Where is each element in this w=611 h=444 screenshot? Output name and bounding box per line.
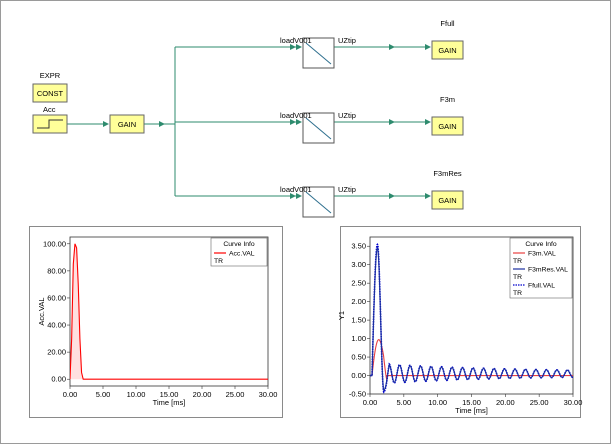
x-tick-label: 10.00 — [127, 390, 146, 399]
y-tick-label: 20.00 — [47, 348, 66, 357]
legend-entry-sub: TR — [513, 274, 522, 281]
transfer-icon — [305, 42, 332, 65]
x-tick-label: 15.00 — [462, 398, 481, 407]
block-name-label: Acc — [43, 105, 56, 114]
legend-title: Curve Info — [223, 241, 255, 248]
gain-block-f3m[interactable]: GAIN F3m — [431, 95, 464, 136]
legend-entry-label: Acc.VAL — [229, 251, 255, 258]
block-type-label: GAIN — [118, 120, 136, 129]
y-tick-label: 0.00 — [51, 375, 66, 384]
blocks-layer: CONSTEXPRAccGAINGAINFfullGAINF3mGAINF3mR… — [32, 19, 464, 218]
const-block[interactable]: CONST EXPR — [32, 71, 68, 103]
x-tick-label: 5.00 — [397, 398, 412, 407]
x-tick-label: 0.00 — [363, 398, 378, 407]
y-tick-label: 100.00 — [43, 239, 66, 248]
x-tick-label: 25.00 — [226, 390, 245, 399]
legend-entry-label: F3mRes.VAL — [528, 267, 568, 274]
y-tick-label: 80.00 — [47, 266, 66, 275]
legend-entry-sub: TR — [513, 290, 522, 297]
x-axis-label: Time [ms] — [153, 398, 186, 407]
x-tick-label: 10.00 — [428, 398, 447, 407]
block-name-label: Ffull — [440, 19, 455, 28]
y-tick-label: 0.00 — [351, 371, 366, 380]
gain-block-f3mres[interactable]: GAIN F3mRes — [431, 169, 464, 210]
block-name-label: EXPR — [40, 71, 61, 80]
series-line-acc-val — [70, 243, 268, 380]
y-tick-label: 1.50 — [351, 316, 366, 325]
x-tick-label: 30.00 — [259, 390, 278, 399]
y-tick-label: 2.00 — [351, 297, 366, 306]
y-tick-label: 3.50 — [351, 242, 366, 251]
transfer-icon — [305, 191, 332, 214]
legend-entry-label: Ffull.VAL — [528, 283, 555, 290]
input-port-label: loadV001 — [280, 185, 312, 194]
legend-entry-sub: TR — [513, 258, 522, 265]
acc-step-block[interactable]: Acc — [32, 105, 68, 134]
x-tick-label: 0.00 — [63, 390, 78, 399]
output-port-label: UZtip — [338, 36, 356, 45]
x-tick-label: 15.00 — [160, 390, 179, 399]
block-type-label: GAIN — [438, 46, 456, 55]
x-tick-label: 30.00 — [564, 398, 583, 407]
block-name-label: F3m — [440, 95, 455, 104]
step-icon — [37, 119, 63, 129]
transfer-block-3[interactable]: loadV001 UZtip — [280, 185, 356, 218]
input-port-label: loadV001 — [280, 111, 312, 120]
x-tick-label: 25.00 — [530, 398, 549, 407]
legend-entry-label: F3m.VAL — [528, 251, 556, 258]
acc-plot: 0.00 5.00 10.00 15.00 20.00 25.00 30.00 0.00 20.… — [37, 236, 278, 407]
block-diagram: CONSTEXPRAccGAINGAINFfullGAINF3mGAINF3mR… — [32, 19, 464, 218]
legend-entry-sub: TR — [214, 258, 223, 265]
y-tick-label: -0.50 — [349, 390, 366, 399]
block-type-label: GAIN — [438, 196, 456, 205]
input-port-label: loadV001 — [280, 36, 312, 45]
y-tick-label: 3.00 — [351, 260, 366, 269]
output-port-label: UZtip — [338, 111, 356, 120]
transfer-block-1[interactable]: loadV001 UZtip — [280, 36, 356, 69]
block-name-label: F3mRes — [433, 169, 462, 178]
y-axis-label: Acc.VAL — [37, 297, 46, 325]
block-type-label: GAIN — [438, 122, 456, 131]
y-tick-label: 2.50 — [351, 279, 366, 288]
y-tick-label: 1.00 — [351, 334, 366, 343]
x-tick-label: 5.00 — [96, 390, 111, 399]
y-tick-label: 60.00 — [47, 293, 66, 302]
series-line-f3mres-val — [370, 247, 573, 392]
block-type-label: CONST — [37, 89, 64, 98]
acc-plot-panel[interactable]: 0.00 5.00 10.00 15.00 20.00 25.00 30.00 0.00 20.… — [29, 226, 283, 418]
transfer-block-2[interactable]: loadV001 UZtip — [280, 111, 356, 144]
x-tick-label: 20.00 — [193, 390, 212, 399]
y-axis-label: Y1 — [337, 311, 346, 320]
legend-title: Curve Info — [525, 241, 557, 248]
y-tick-label: 0.50 — [351, 353, 366, 362]
transfer-icon — [305, 117, 332, 140]
signal-wires — [67, 44, 431, 199]
x-axis-label: Time [ms] — [455, 406, 488, 415]
gain-block-ffull[interactable]: GAIN Ffull — [431, 19, 464, 60]
gain-block-acc[interactable]: GAIN — [109, 114, 145, 134]
x-tick-label: 20.00 — [496, 398, 515, 407]
y-tick-label: 40.00 — [47, 321, 66, 330]
output-port-label: UZtip — [338, 185, 356, 194]
